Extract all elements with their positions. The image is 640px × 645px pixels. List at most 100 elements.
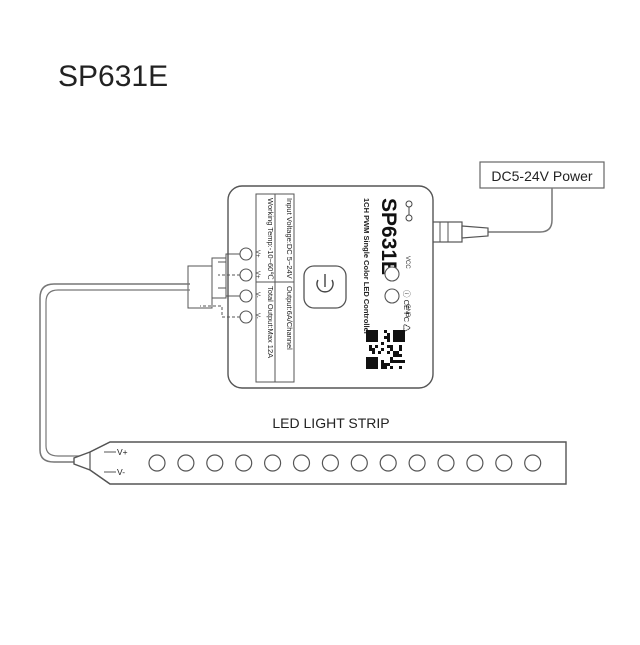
dc-plug-boot (461, 225, 489, 239)
qr-module (396, 354, 399, 357)
qr-module (399, 345, 402, 348)
left-terminals: V+ V+ V- V- (239, 247, 260, 324)
qr-module (372, 348, 375, 351)
qr-module (375, 336, 378, 339)
qr-module (372, 357, 375, 360)
spec-input-voltage: Input Voltage:DC 5~24V (285, 198, 294, 279)
qr-module (387, 351, 390, 354)
qr-module (396, 351, 399, 354)
led-dot (177, 454, 195, 472)
qr-module (366, 330, 369, 333)
strip-end-cap (89, 441, 111, 485)
qr-module (366, 366, 369, 369)
vcc-terminal (384, 266, 400, 282)
qr-module (372, 363, 375, 366)
spec-output-channel: Output:6A/Channel (285, 286, 294, 350)
qr-module (369, 339, 372, 342)
qr-module (366, 336, 369, 339)
qr-module (390, 357, 393, 360)
spec-working-temp: Working Temp:-10~60℃ (266, 198, 275, 280)
qr-module (399, 330, 402, 333)
controller-description: 1CH PWM Single Color LED Controller (362, 198, 371, 335)
strip-cable (39, 283, 190, 463)
qr-module (369, 357, 372, 360)
qr-module (375, 360, 378, 363)
qr-module (399, 339, 402, 342)
qr-module (396, 336, 399, 339)
dc-input-symbol-icon (405, 200, 413, 222)
power-button (303, 265, 347, 309)
strip-pad-vminus: V- (117, 467, 125, 477)
qr-module (372, 330, 375, 333)
qr-module (372, 360, 375, 363)
qr-module (399, 366, 402, 369)
qr-module (366, 357, 369, 360)
strip-cable-inner (45, 289, 190, 457)
qr-module (387, 345, 390, 348)
qr-module (390, 348, 393, 351)
qr-module (399, 354, 402, 357)
qr-module (384, 336, 387, 339)
qr-module (378, 351, 381, 354)
qr-module (381, 366, 384, 369)
terminal-label-vplus-2: V+ (254, 271, 260, 279)
led-dot (264, 454, 282, 472)
terminal-label-vplus-1: V+ (254, 250, 260, 258)
qr-module (399, 333, 402, 336)
qr-module (390, 366, 393, 369)
power-label-box: DC5-24V Power (479, 161, 605, 189)
qr-module (369, 336, 372, 339)
power-label: DC5-24V Power (491, 168, 592, 184)
qr-module (402, 336, 405, 339)
led-dot (235, 454, 253, 472)
qr-module (387, 339, 390, 342)
qr-module (387, 363, 390, 366)
qr-module (396, 360, 399, 363)
terminal-label-vminus-1: V- (254, 292, 260, 298)
led-dot (437, 454, 455, 472)
terminal-vminus-2 (239, 310, 253, 324)
strip-label: LED LIGHT STRIP (272, 415, 389, 431)
qr-module (399, 336, 402, 339)
qr-module (381, 363, 384, 366)
qr-code (366, 330, 405, 369)
qr-module (402, 330, 405, 333)
qr-module (372, 333, 375, 336)
qr-module (369, 345, 372, 348)
qr-module (375, 339, 378, 342)
qr-module (369, 330, 372, 333)
led-dot (524, 454, 542, 472)
right-terminals: VCC GND (384, 256, 410, 318)
led-dot (408, 454, 426, 472)
power-label-frame (479, 161, 605, 189)
qr-module (402, 339, 405, 342)
qr-module (375, 357, 378, 360)
qr-module (366, 360, 369, 363)
qr-module (375, 366, 378, 369)
qr-module (390, 345, 393, 348)
vcc-label: VCC (404, 256, 410, 269)
qr-module (393, 330, 396, 333)
gnd-terminal (384, 288, 400, 304)
qr-module (387, 333, 390, 336)
terminal-label-vminus-2: V- (254, 313, 260, 319)
led-row (148, 454, 542, 472)
led-dot (206, 454, 224, 472)
qr-module (399, 348, 402, 351)
qr-module (384, 363, 387, 366)
qr-module (372, 339, 375, 342)
qr-module (393, 351, 396, 354)
qr-module (393, 354, 396, 357)
spec-total-output: Total Output:Max 12A (266, 286, 275, 358)
qr-module (387, 336, 390, 339)
qr-module (381, 348, 384, 351)
power-icon (316, 279, 334, 293)
qr-module (381, 360, 384, 363)
wire-connector (187, 265, 213, 309)
qr-module (369, 348, 372, 351)
led-dot (466, 454, 484, 472)
qr-module (396, 339, 399, 342)
qr-module (393, 333, 396, 336)
led-dot (321, 454, 339, 472)
